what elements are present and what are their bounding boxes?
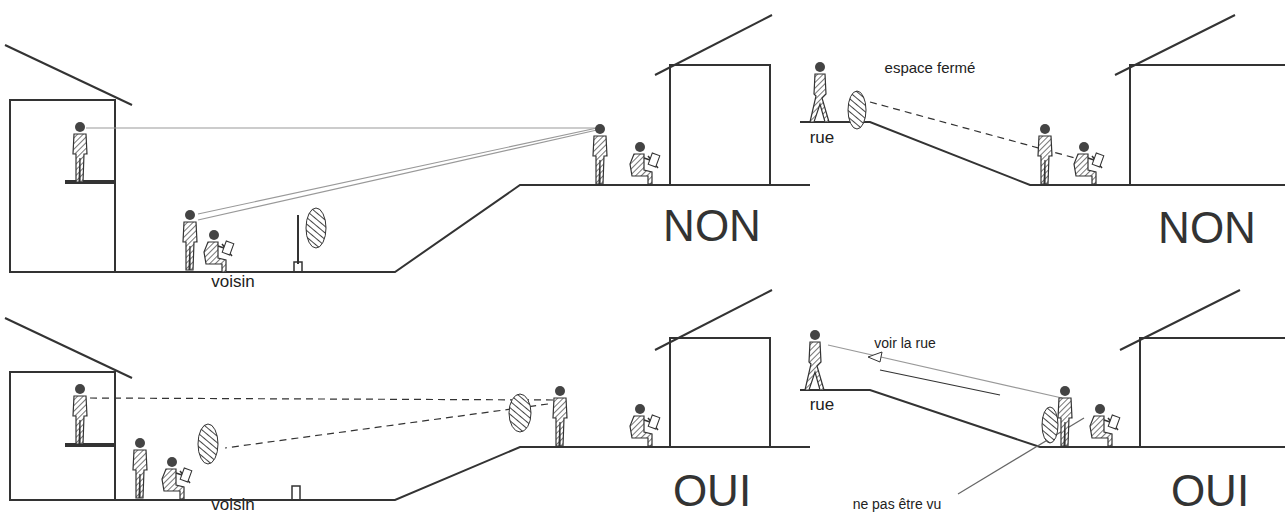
panel-label: ne pas être vu [853, 497, 942, 512]
panel-label: rue [810, 396, 835, 415]
verdict: NON [663, 202, 761, 250]
verdict: NON [1158, 204, 1256, 252]
panel-label: voisin [211, 496, 254, 515]
verdict: OUI [1171, 467, 1249, 515]
verdict: OUI [673, 467, 751, 515]
panel-label: rue [810, 129, 835, 148]
panel-label: voisin [211, 273, 254, 292]
panel-label: espace fermé [885, 60, 976, 77]
panel-label: voir la rue [874, 336, 935, 351]
